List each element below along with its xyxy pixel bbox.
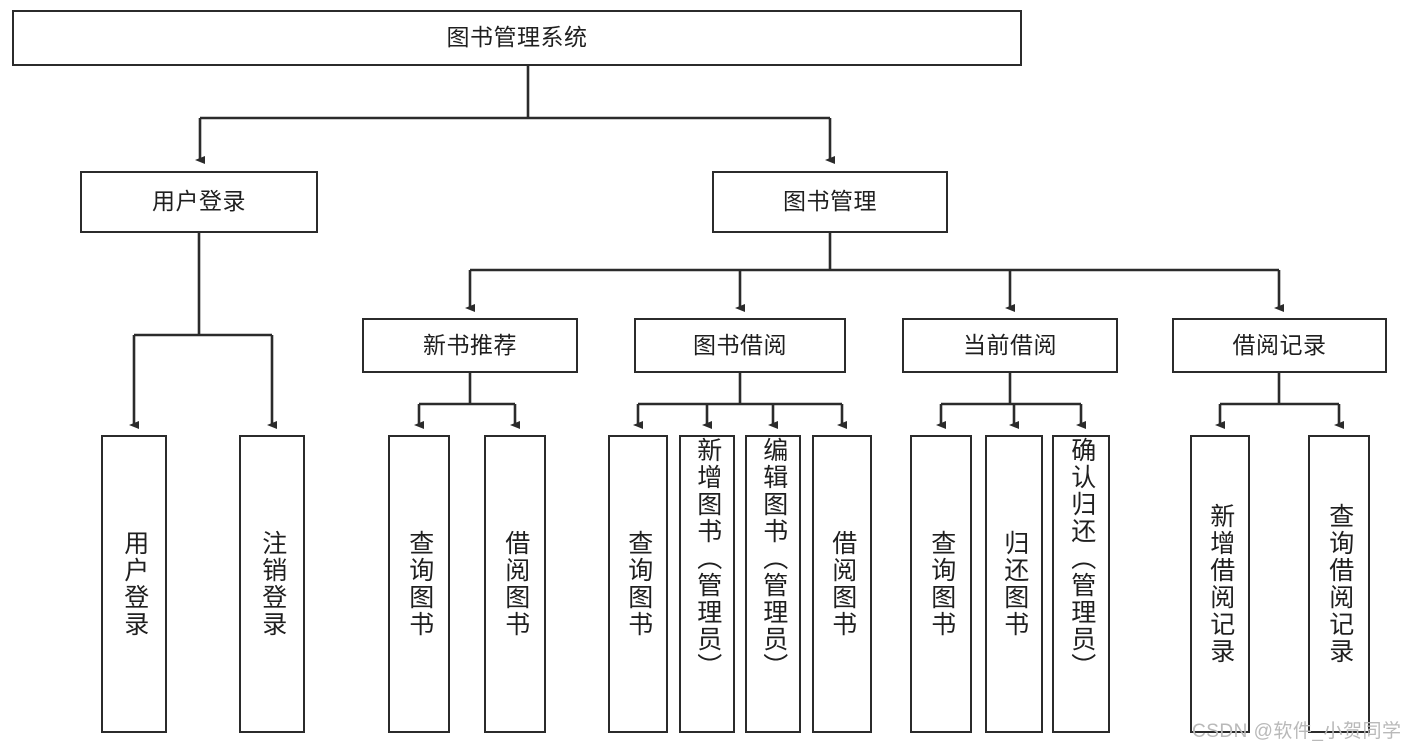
- node-book-manage[interactable]: 图书管理: [712, 171, 948, 233]
- node-leaf-query-book-2[interactable]: 查询图书: [608, 435, 668, 733]
- node-leaf-query-record-label: 查询借阅记录: [1325, 503, 1354, 665]
- node-user-login-label: 用户登录: [152, 188, 246, 215]
- node-leaf-query-book-1-label: 查询图书: [405, 530, 434, 638]
- node-root-label: 图书管理系统: [446, 24, 588, 51]
- node-leaf-query-book-2-label: 查询图书: [624, 530, 653, 638]
- node-leaf-query-book-1[interactable]: 查询图书: [388, 435, 450, 733]
- node-leaf-borrow-book-2-label: 借阅图书: [828, 530, 857, 638]
- node-leaf-edit-book[interactable]: 编辑图书（管理员）: [745, 435, 801, 733]
- node-leaf-user-login-label: 用户登录: [120, 530, 149, 638]
- node-leaf-user-login[interactable]: 用户登录: [101, 435, 167, 733]
- node-leaf-borrow-book-2[interactable]: 借阅图书: [812, 435, 872, 733]
- node-book-borrow[interactable]: 图书借阅: [634, 318, 846, 373]
- node-leaf-query-book-3-label: 查询图书: [927, 530, 956, 638]
- node-borrow-record-label: 借阅记录: [1232, 331, 1327, 358]
- node-current-borrow-label: 当前借阅: [963, 331, 1057, 358]
- node-leaf-add-record-label: 新增借阅记录: [1206, 503, 1235, 665]
- node-leaf-confirm-return[interactable]: 确认归还（管理员）: [1052, 435, 1110, 733]
- node-root[interactable]: 图书管理系统: [12, 10, 1022, 66]
- node-new-book-rec-label: 新书推荐: [423, 331, 517, 358]
- node-leaf-confirm-return-label: 确认归还（管理员）: [1067, 437, 1096, 680]
- node-new-book-rec[interactable]: 新书推荐: [362, 318, 578, 373]
- node-leaf-add-book-label: 新增图书（管理员）: [693, 437, 722, 680]
- node-leaf-query-book-3[interactable]: 查询图书: [910, 435, 972, 733]
- node-leaf-return-book-label: 归还图书: [1000, 530, 1029, 638]
- node-leaf-user-logout[interactable]: 注销登录: [239, 435, 305, 733]
- node-leaf-borrow-book-1[interactable]: 借阅图书: [484, 435, 546, 733]
- node-book-manage-label: 图书管理: [783, 188, 877, 215]
- node-leaf-add-book[interactable]: 新增图书（管理员）: [679, 435, 735, 733]
- watermark: CSDN @软件_小贺同学: [1192, 721, 1402, 742]
- node-leaf-borrow-book-1-label: 借阅图书: [501, 530, 530, 638]
- node-book-borrow-label: 图书借阅: [693, 331, 787, 358]
- node-user-login[interactable]: 用户登录: [80, 171, 318, 233]
- node-borrow-record[interactable]: 借阅记录: [1172, 318, 1387, 373]
- node-leaf-query-record[interactable]: 查询借阅记录: [1308, 435, 1370, 733]
- node-leaf-edit-book-label: 编辑图书（管理员）: [759, 437, 788, 680]
- node-leaf-add-record[interactable]: 新增借阅记录: [1190, 435, 1250, 733]
- node-current-borrow[interactable]: 当前借阅: [902, 318, 1118, 373]
- node-leaf-return-book[interactable]: 归还图书: [985, 435, 1043, 733]
- node-leaf-user-logout-label: 注销登录: [258, 530, 287, 638]
